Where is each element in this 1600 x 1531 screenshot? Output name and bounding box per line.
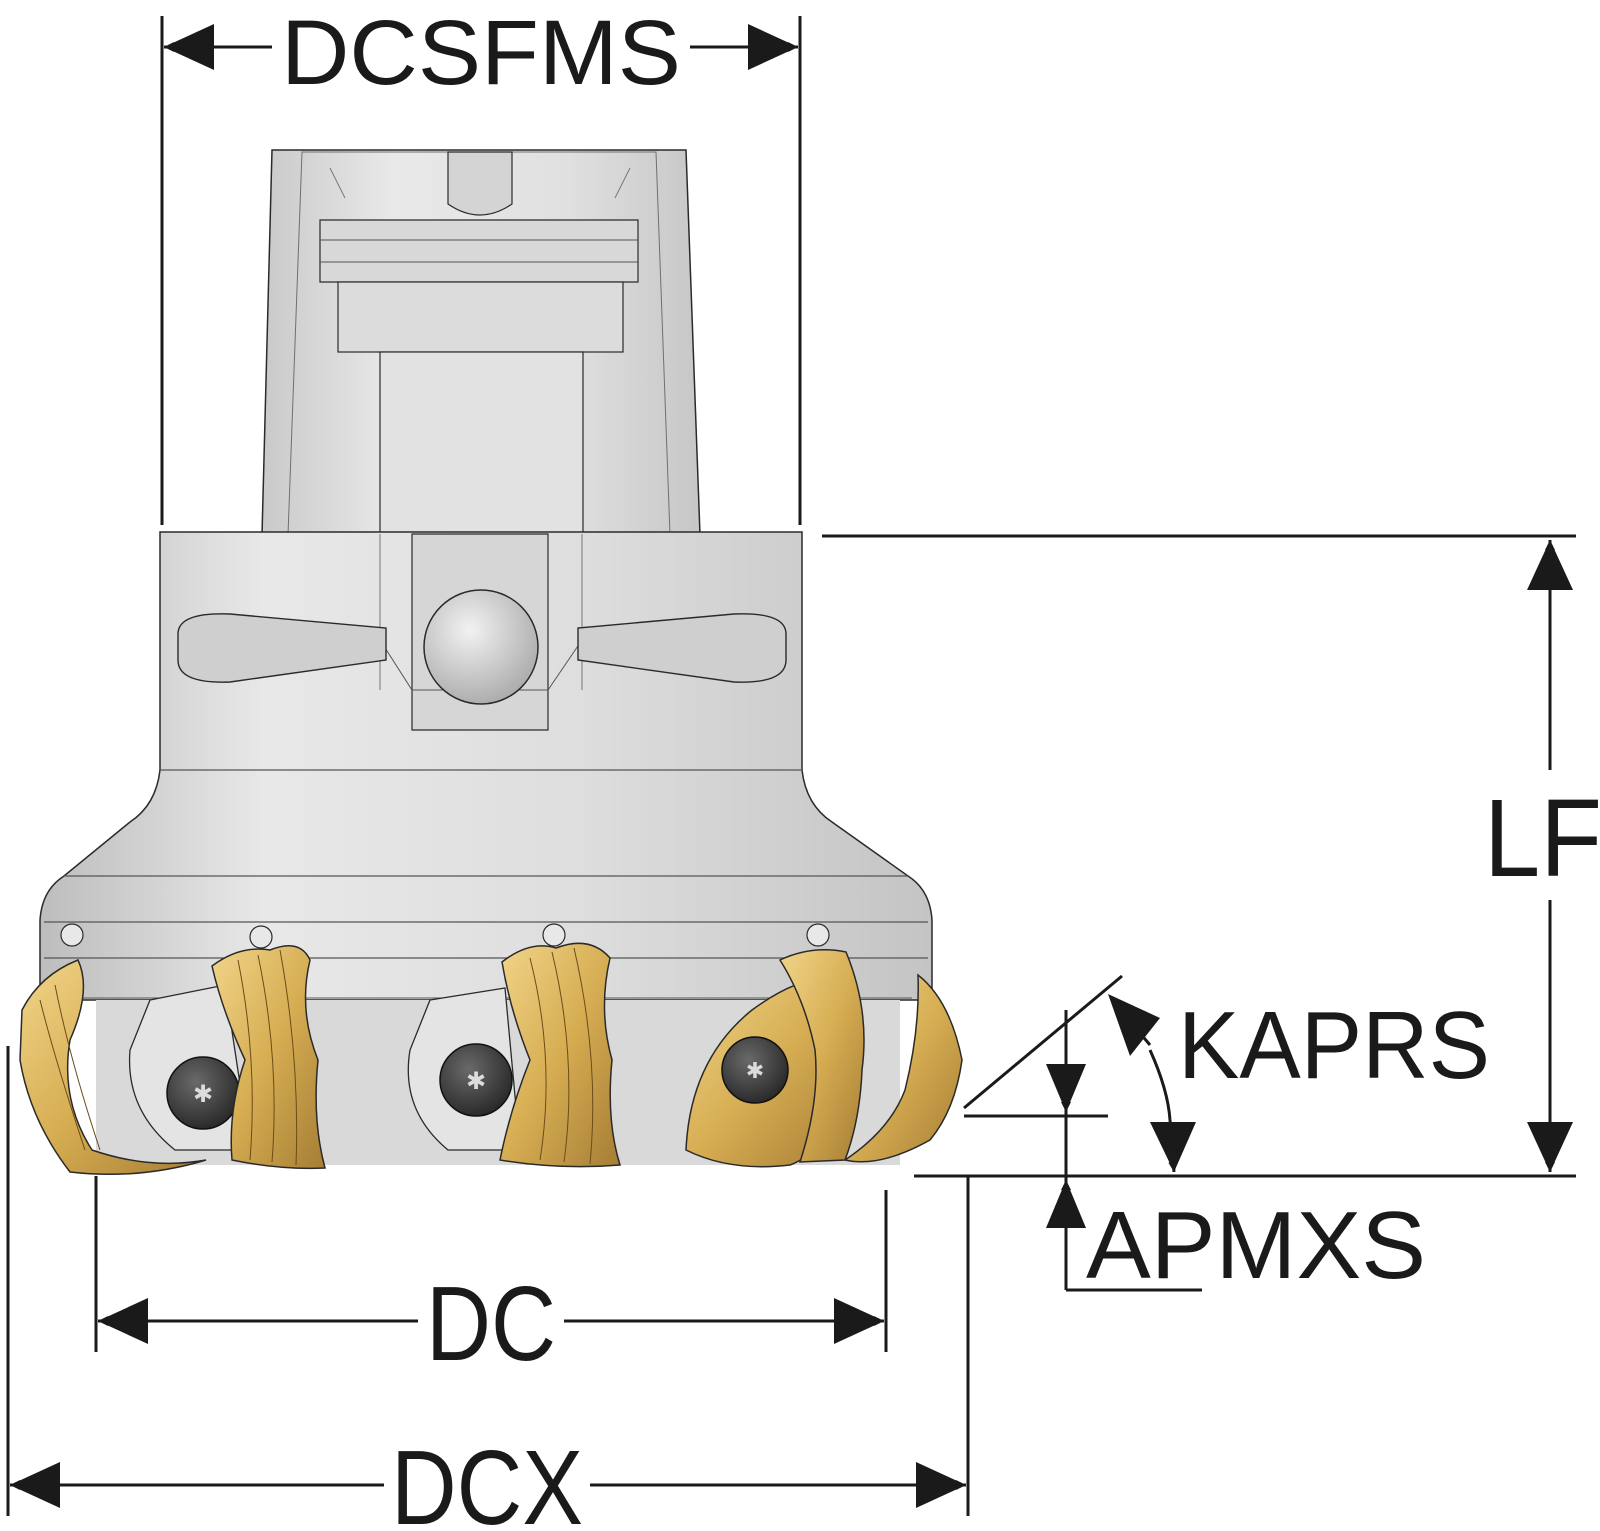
svg-text:✱: ✱ xyxy=(466,1067,486,1095)
drive-ball xyxy=(423,589,539,705)
right-lens-flat xyxy=(577,613,787,683)
svg-text:✱: ✱ xyxy=(193,1080,213,1108)
insert-3 xyxy=(499,942,621,1168)
shank-key-slot xyxy=(447,151,513,216)
kaprs-arc xyxy=(1148,1049,1172,1121)
label-dcsfms: DCSFMS xyxy=(281,2,681,104)
insert-5 xyxy=(778,949,865,1163)
left-lens-flat xyxy=(177,613,387,683)
insert-screw-2 xyxy=(439,1043,513,1117)
inserts: ✱ ✱ ✱ xyxy=(19,923,963,1175)
kaprs-edge-line xyxy=(963,974,1123,1110)
label-dc: DC xyxy=(426,1265,556,1383)
arrow-tips xyxy=(10,24,1573,1508)
label-kaprs: KAPRS xyxy=(1178,992,1490,1099)
insert-6 xyxy=(843,973,963,1163)
label-apmxs: APMXS xyxy=(1086,1192,1426,1299)
dimension-lines xyxy=(6,16,1576,1516)
insert-screw-3 xyxy=(721,1036,789,1104)
dimension-labels: DCSFMS LF KAPRS APMXS DC DCX xyxy=(281,2,1600,1531)
label-dcx: DCX xyxy=(391,1429,583,1531)
svg-text:✱: ✱ xyxy=(746,1059,764,1084)
insert-1 xyxy=(19,959,207,1175)
label-lf: LF xyxy=(1484,777,1600,900)
shank-flat xyxy=(337,281,624,353)
shank-groove xyxy=(319,219,639,283)
